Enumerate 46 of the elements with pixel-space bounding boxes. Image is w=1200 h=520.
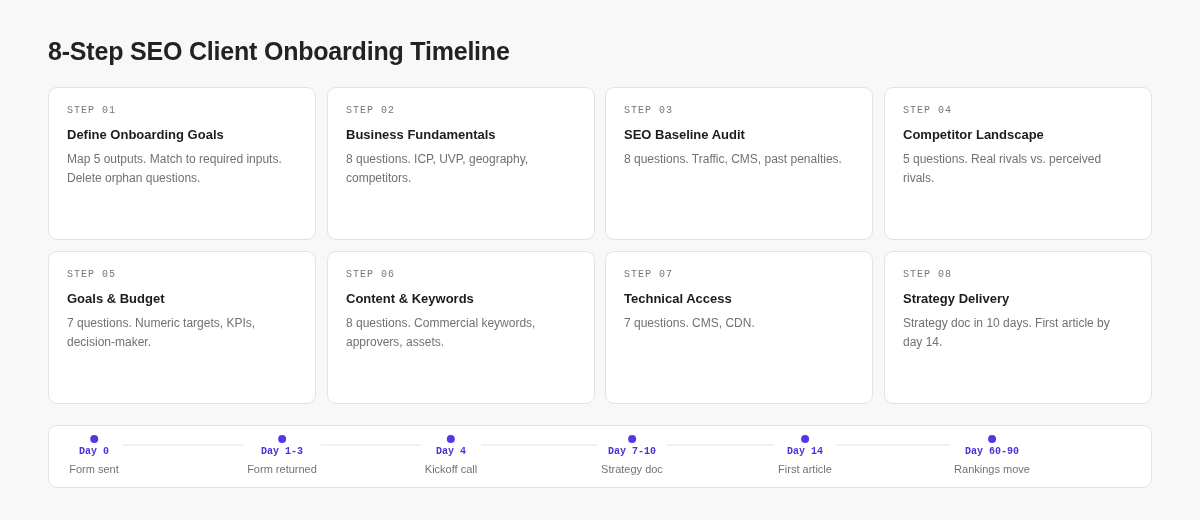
- day-label: Day 4: [436, 446, 466, 458]
- milestone-label: Form returned: [247, 462, 317, 476]
- step-card: [327, 251, 595, 404]
- step-heading: Business Fundamentals: [346, 127, 496, 142]
- milestone-label: Rankings move: [954, 462, 1030, 476]
- step-heading: Goals & Budget: [67, 291, 165, 306]
- day-label: Day 14: [787, 446, 823, 458]
- step-card: [884, 87, 1152, 240]
- day-label: Day 1-3: [261, 446, 303, 458]
- step-description: 5 questions. Real rivals vs. perceived rivals.: [903, 151, 1103, 187]
- step-card: [48, 87, 316, 240]
- step-description: Strategy doc in 10 days. First article by day 14.: [903, 315, 1111, 351]
- day-label: Day 60-90: [965, 446, 1019, 458]
- step-number: STEP 06: [346, 269, 395, 281]
- step-number: STEP 04: [903, 105, 952, 117]
- step-description: 8 questions. ICP, UVP, geography, competitors.: [346, 151, 530, 187]
- step-card: [884, 251, 1152, 404]
- step-description: 7 questions. CMS, CDN.: [624, 315, 755, 332]
- step-number: STEP 02: [346, 105, 395, 117]
- milestone-label: First article: [778, 462, 832, 476]
- step-heading: Content & Keywords: [346, 291, 474, 306]
- step-number: STEP 08: [903, 269, 952, 281]
- step-number: STEP 03: [624, 105, 673, 117]
- step-heading: SEO Baseline Audit: [624, 127, 745, 142]
- step-description: 8 questions. Traffic, CMS, past penalties.: [624, 151, 842, 168]
- step-heading: Strategy Delivery: [903, 291, 1010, 306]
- step-card: [48, 251, 316, 404]
- step-number: STEP 01: [67, 105, 116, 117]
- step-description: 7 questions. Numeric targets, KPIs, decision-maker.: [67, 315, 257, 351]
- day-label: Day 7-10: [608, 446, 656, 458]
- step-heading: Competitor Landscape: [903, 127, 1044, 142]
- milestone-label: Form sent: [69, 462, 119, 476]
- milestone-label: Kickoff call: [424, 462, 478, 476]
- step-heading: Define Onboarding Goals: [67, 127, 224, 142]
- step-description: Map 5 outputs. Match to required inputs. Delete orphan questions.: [67, 151, 283, 187]
- milestone-label: Strategy doc: [601, 462, 663, 476]
- step-number: STEP 07: [624, 269, 673, 281]
- diagram-title: 8-Step SEO Client Onboarding Timeline: [48, 36, 510, 66]
- step-number: STEP 05: [67, 269, 116, 281]
- step-description: 8 questions. Commercial keywords, approvers, assets.: [346, 315, 537, 351]
- timeline-panel: [48, 425, 1152, 488]
- step-heading: Technical Access: [624, 291, 732, 306]
- step-card: [605, 251, 873, 404]
- day-label: Day 0: [79, 446, 109, 458]
- step-card: [605, 87, 873, 240]
- step-card: [327, 87, 595, 240]
